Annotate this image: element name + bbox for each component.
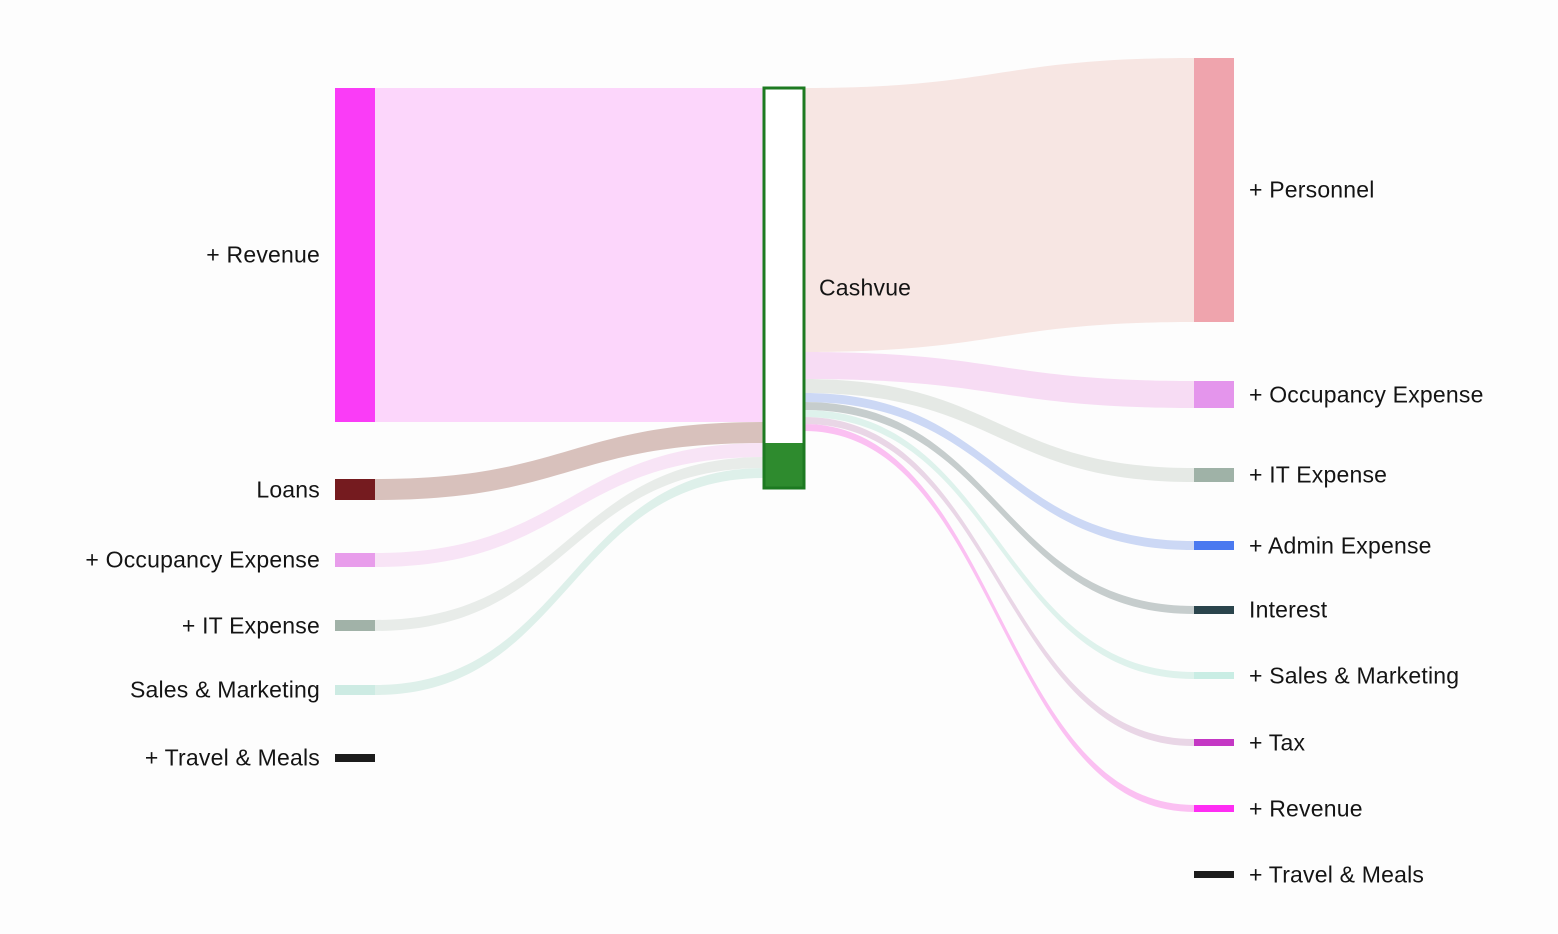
node-tax[interactable] bbox=[1194, 739, 1234, 746]
node-occupancy-right[interactable] bbox=[1194, 381, 1234, 408]
node-sales-right[interactable] bbox=[1194, 672, 1234, 679]
link-it-left-cashvue[interactable] bbox=[375, 457, 764, 631]
link-cashvue-admin-right[interactable] bbox=[804, 393, 1194, 550]
link-cashvue-revenue-right[interactable] bbox=[804, 424, 1194, 812]
link-cashvue-occupancy-right[interactable] bbox=[804, 352, 1194, 408]
node-admin-right[interactable] bbox=[1194, 541, 1234, 550]
node-interest[interactable] bbox=[1194, 606, 1234, 614]
node-it-left[interactable] bbox=[335, 620, 375, 631]
link-sales-left-cashvue[interactable] bbox=[375, 468, 764, 695]
node-personnel[interactable] bbox=[1194, 58, 1234, 322]
link-cashvue-sales-right[interactable] bbox=[804, 410, 1194, 679]
link-loans-cashvue[interactable] bbox=[375, 422, 764, 500]
node-cashvue[interactable] bbox=[764, 88, 804, 488]
node-revenue-right[interactable] bbox=[1194, 805, 1234, 812]
node-it-right[interactable] bbox=[1194, 468, 1234, 482]
node-travel-right[interactable] bbox=[1194, 871, 1234, 878]
link-cashvue-tax[interactable] bbox=[804, 417, 1194, 746]
node-cashvue-border bbox=[762, 86, 806, 490]
link-cashvue-personnel[interactable] bbox=[804, 58, 1194, 352]
node-sales-left[interactable] bbox=[335, 685, 375, 695]
link-cashvue-interest[interactable] bbox=[804, 402, 1194, 614]
node-revenue-left[interactable] bbox=[335, 88, 375, 422]
node-loans[interactable] bbox=[335, 479, 375, 500]
node-travel-left[interactable] bbox=[335, 754, 375, 762]
node-occupancy-left[interactable] bbox=[335, 553, 375, 567]
node-cashvue-balance-fill bbox=[764, 443, 804, 488]
link-cashvue-it-right[interactable] bbox=[804, 379, 1194, 482]
link-revenue-left-cashvue[interactable] bbox=[375, 88, 764, 422]
link-occupancy-left-cashvue[interactable] bbox=[375, 443, 764, 567]
